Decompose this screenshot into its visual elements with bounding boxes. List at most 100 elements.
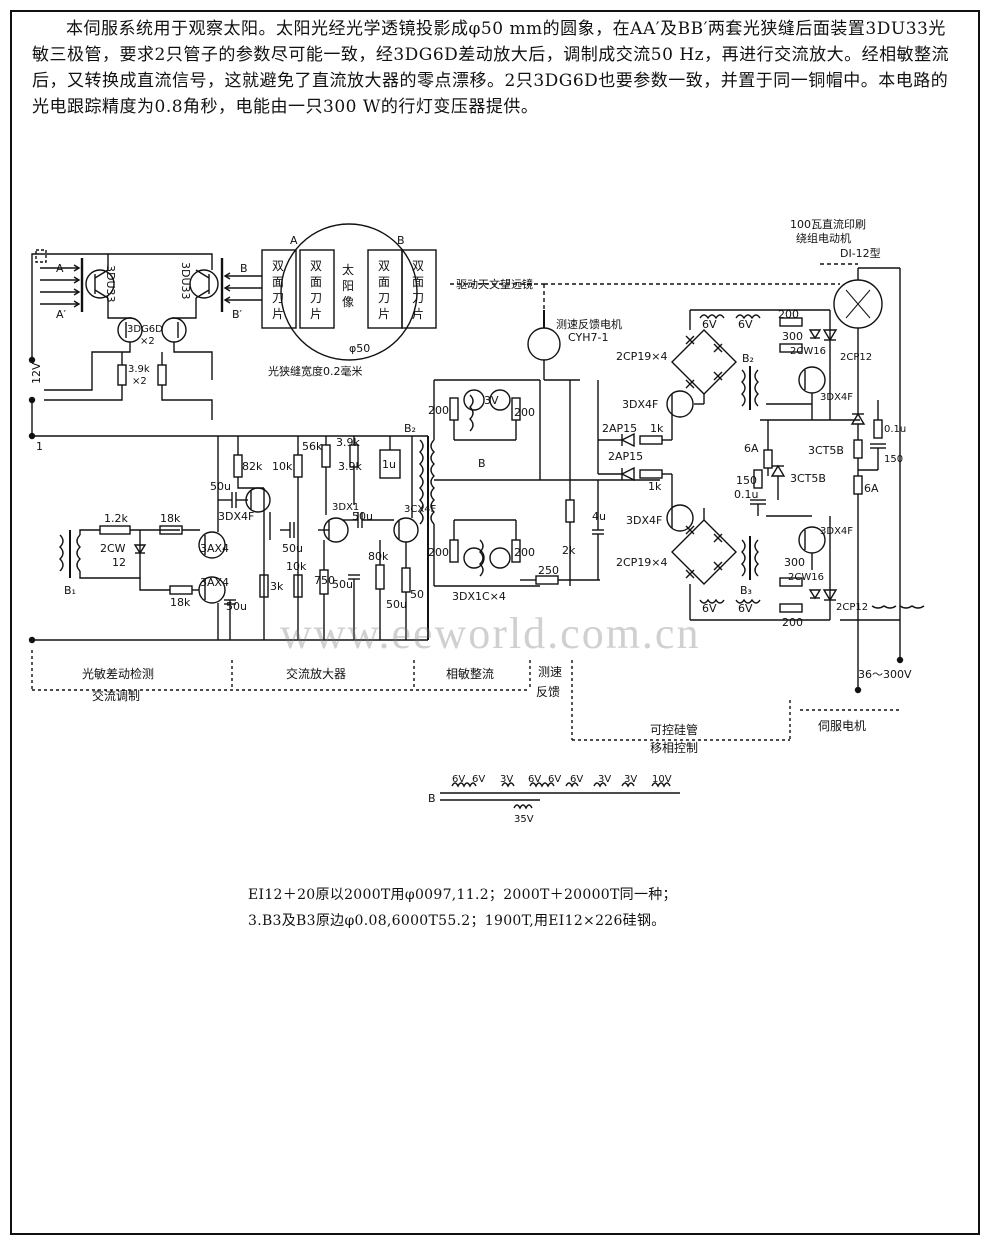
q-3dx4f-c: 3DX4F	[626, 514, 662, 527]
r-150-b: 150	[884, 454, 903, 465]
section-amplifier: 交流放大器	[286, 666, 346, 681]
section-scr-2: 移相控制	[650, 741, 698, 755]
d-2ap15-a: 2AP15	[602, 422, 637, 435]
double-blade-1a: 双面刀片	[272, 259, 284, 321]
tap-8: 10V	[652, 774, 672, 785]
b2-label: B₂	[742, 352, 754, 365]
res-pair-count: ×2	[132, 376, 147, 387]
bridge-b: 2CP19×4	[616, 556, 668, 569]
light-arrows-a	[40, 258, 84, 312]
tap-6: 3V	[598, 774, 611, 785]
tacho-name: 测速反馈电机	[556, 317, 622, 331]
label-a-prime: A′	[56, 308, 67, 321]
label-a: A	[56, 262, 64, 275]
double-blade-2a: 双面刀片	[310, 259, 322, 321]
tap-7: 3V	[624, 774, 637, 785]
sun-image-circle	[280, 223, 418, 361]
motor-title-2: 绕组电动机	[796, 231, 851, 245]
d-2cp12-b: 2CP12	[836, 602, 868, 613]
tap-5: 6V	[570, 774, 583, 785]
label-b: B	[240, 262, 248, 275]
r-150-a: 150	[736, 474, 757, 487]
supply-12v: 12V	[30, 362, 43, 384]
tap-1: 6V	[472, 774, 485, 785]
bridge-a: 2CP19×4	[616, 350, 668, 363]
tacho-generator	[527, 327, 561, 361]
slit-a-label: A	[290, 234, 298, 247]
r-2k: 2k	[562, 544, 576, 557]
r-200-e: 200	[778, 308, 799, 321]
r-3-9k-b: 3.9k	[338, 460, 362, 473]
r-3-9k-a: 3.9k	[336, 436, 360, 449]
photo-right: 3DU33	[179, 262, 192, 300]
r-10k-b: 10k	[286, 560, 307, 573]
b-ref: B	[478, 457, 486, 470]
r-1k-b: 1k	[648, 480, 662, 493]
tap-3: 6V	[528, 774, 541, 785]
zener-2cw16-b: 2CW16	[788, 572, 824, 583]
note-line-2: 3.B3及B3原边φ0.08,6000T55.2；1900T,用EI12×226…	[248, 913, 666, 929]
v-6v-b: 6V	[738, 318, 753, 331]
r-1k-a: 1k	[650, 422, 664, 435]
r-200-a: 200	[428, 404, 449, 417]
q-3dx1: 3DX1	[332, 502, 359, 513]
r-200-f: 200	[782, 616, 803, 629]
q-3cx4f: 3CX4F	[404, 504, 437, 515]
sun-size: φ50	[349, 342, 370, 355]
zener-12: 12	[112, 556, 126, 569]
double-blade-4a: 双面刀片	[412, 259, 424, 321]
telescope-label: 驱动天文望远镜	[456, 277, 533, 291]
blade-box-1	[261, 249, 297, 329]
d-2cp12-a: 2CP12	[840, 352, 872, 363]
c-1u: 1u	[382, 458, 396, 471]
r-250: 250	[538, 564, 559, 577]
label-b-prime: B′	[232, 308, 243, 321]
watermark: www.eeworld.com.cn	[280, 609, 701, 658]
section-scr-1: 可控硅管	[650, 722, 698, 737]
motor-model: DI-12型	[840, 246, 881, 260]
section-detect-2: 交流调制	[92, 688, 140, 703]
b3-label: B₃	[740, 584, 752, 597]
photo-left: 3DU33	[104, 265, 117, 303]
double-blade-3a: 双面刀片	[378, 259, 390, 321]
section-tacho-2: 反馈	[536, 685, 560, 699]
r-300-b: 300	[784, 556, 805, 569]
d-2ap15-b: 2AP15	[608, 450, 643, 463]
phototransistor-right	[189, 269, 219, 299]
r-1-2k: 1.2k	[104, 512, 128, 525]
ac-supply: 36～300V	[858, 668, 912, 681]
v-6v-c: 6V	[702, 602, 717, 615]
note-line-1: EI12＋20原以2000T用φ0097,11.2；2000T＋20000T同一…	[248, 887, 677, 903]
trans-3v: 3V	[484, 394, 499, 407]
q-3dx4f-d: 3DX4F	[820, 392, 853, 403]
tap-35v: 35V	[514, 814, 534, 825]
b2-label-amp: B₂	[404, 422, 416, 435]
tacho-model: CYH7-1	[568, 331, 608, 344]
c-50u-b: 50u	[282, 542, 303, 555]
tap-4: 6V	[548, 774, 561, 785]
sun-image-label: 太阳像	[342, 262, 354, 309]
blade-box-4	[401, 249, 437, 329]
fuse-6a-a: 6A	[744, 442, 759, 455]
v-6v-a: 6V	[702, 318, 717, 331]
c-50u-e: 50u	[332, 578, 353, 591]
r-18k-a: 18k	[160, 512, 181, 525]
c-4u: 4u	[592, 510, 606, 523]
section-tacho-1: 测速	[538, 665, 562, 679]
c-50u-c: 50u	[226, 600, 247, 613]
node-1: 1	[36, 440, 43, 453]
r-10k-a: 10k	[272, 460, 293, 473]
phototransistor-left	[85, 269, 115, 299]
zener-2cw16-a: 2CW16	[790, 346, 826, 357]
tap-row-label: B	[428, 792, 436, 805]
motor-title-1: 100瓦直流印刷	[790, 217, 866, 231]
diff-pair: 3DG6D	[127, 324, 163, 335]
r-200-c: 200	[428, 546, 449, 559]
fuse-6a-b: 6A	[864, 482, 879, 495]
blade-box-2	[299, 249, 335, 329]
r-80k: 80k	[368, 550, 389, 563]
r-300-a: 300	[782, 330, 803, 343]
intro-paragraph: 本伺服系统用于观察太阳。太阳光经光学透镜投影成φ50 mm的圆象，在AA′及BB…	[32, 16, 962, 120]
q-3dx4f-e: 3DX4F	[820, 526, 853, 537]
section-detect-1: 光敏差动检测	[82, 666, 154, 681]
